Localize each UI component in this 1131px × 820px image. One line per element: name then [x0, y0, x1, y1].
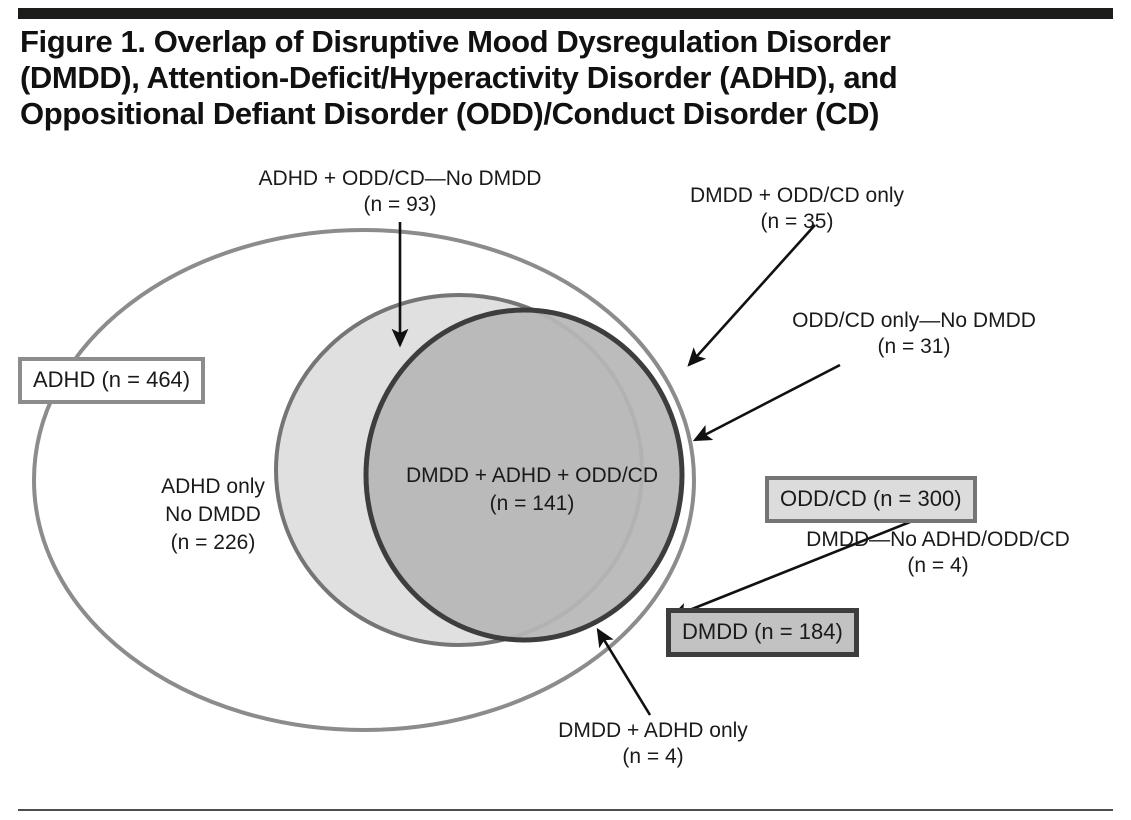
callout-oddcd-only-line-2: (n = 31)	[877, 335, 951, 358]
region-adhd-only-line-2: No DMDD	[165, 503, 261, 526]
figure-title: Figure 1. Overlap of Disruptive Mood Dys…	[20, 24, 1040, 132]
figure-title-line-2: (DMDD), Attention-Deficit/Hyperactivity …	[20, 60, 898, 95]
leader-line-dmdd-no-adhd-oddcd	[669, 520, 911, 619]
region-triple-line-1: DMDD + ADHD + ODD/CD	[405, 464, 659, 487]
region-adhd-only-line-1: ADHD only	[161, 475, 265, 498]
leader-line-oddcd-only-no-dmdd	[692, 363, 841, 442]
callout-dmdd-oddcd-line-2: (n = 35)	[760, 210, 834, 233]
bottom-rule	[18, 809, 1113, 811]
venn-diagram	[0, 150, 1131, 750]
figure-title-line-3: Oppositional Defiant Disorder (ODD)/Cond…	[20, 96, 879, 131]
legend-adhd[interactable]: ADHD (n = 464)	[18, 357, 206, 404]
venn-svg	[32, 222, 911, 732]
region-triple-line-2: (n = 141)	[489, 492, 575, 515]
callout-oddcd-only-line-1: ODD/CD only—No DMDD	[792, 309, 1036, 332]
adhd-ellipse	[32, 228, 696, 732]
legend-dmdd[interactable]: DMDD (n = 184)	[666, 608, 859, 657]
legend-oddcd[interactable]: ODD/CD (n = 300)	[765, 476, 977, 523]
callout-dmdd-adhd-line-1: DMDD + ADHD only	[558, 719, 748, 742]
callout-dmdd-only-line-1: DMDD—No ADHD/ODD/CD	[806, 528, 1070, 551]
leader-line-dmdd-adhd-only	[596, 627, 652, 716]
callout-dmdd-only-line-2: (n = 4)	[907, 554, 969, 577]
dmdd-ellipse	[363, 307, 685, 643]
callout-dmdd-adhd-line-2: (n = 4)	[622, 745, 684, 768]
callout-oddcd-only-no-dmdd: ODD/CD only—No DMDD (n = 31)	[764, 308, 1064, 360]
callout-adhd-oddcd-line-2: (n = 93)	[363, 193, 437, 216]
top-rule	[18, 8, 1113, 19]
callout-dmdd-oddcd-only: DMDD + ODD/CD only (n = 35)	[672, 183, 922, 235]
callout-adhd-oddcd-no-dmdd: ADHD + ODD/CD—No DMDD (n = 93)	[255, 166, 545, 218]
leader-line-dmdd-oddcd-only	[687, 224, 816, 367]
callout-dmdd-oddcd-line-1: DMDD + ODD/CD only	[689, 184, 905, 207]
region-label-adhd-only: ADHD only No DMDD (n = 226)	[118, 473, 308, 557]
callout-adhd-oddcd-line-1: ADHD + ODD/CD—No DMDD	[258, 167, 542, 190]
region-adhd-only-line-3: (n = 226)	[170, 531, 256, 554]
figure-title-line-1: Figure 1. Overlap of Disruptive Mood Dys…	[20, 24, 891, 59]
region-label-triple-overlap: DMDD + ADHD + ODD/CD (n = 141)	[392, 462, 672, 518]
callout-dmdd-no-adhd-oddcd: DMDD—No ADHD/ODD/CD (n = 4)	[778, 527, 1098, 579]
callout-dmdd-adhd-only: DMDD + ADHD only (n = 4)	[528, 718, 778, 770]
